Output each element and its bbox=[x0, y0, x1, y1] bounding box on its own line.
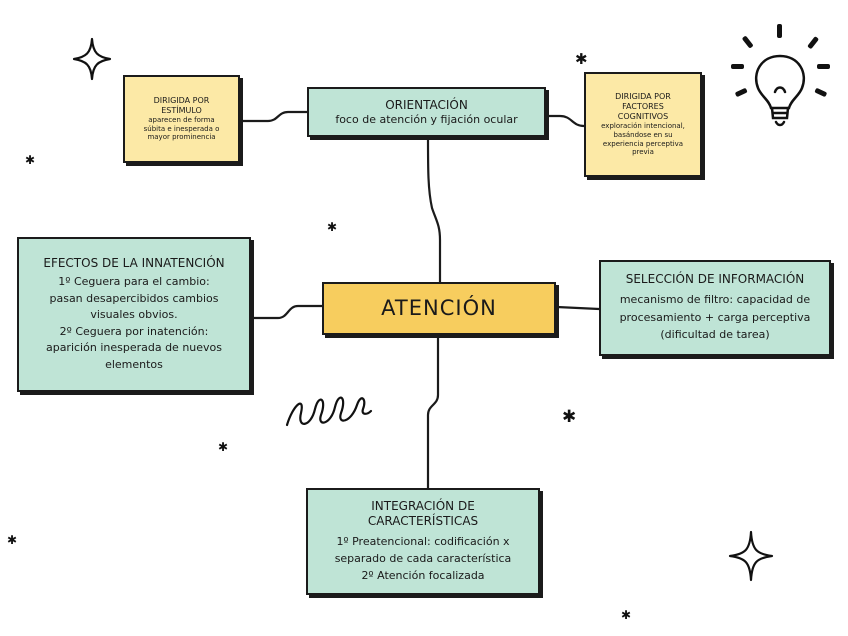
integracion-title-1: INTEGRACIÓN DE bbox=[371, 498, 475, 513]
sparkle-icon bbox=[728, 530, 774, 582]
cognitivos-title-3: COGNITIVOS bbox=[617, 112, 669, 121]
efectos-line-2: pasan desapercibidos cambios bbox=[49, 291, 219, 305]
orientacion-box: ORIENTACIÓN foco de atención y fijación … bbox=[307, 87, 546, 137]
seleccion-line-1: mecanismo de filtro: capacidad de bbox=[619, 293, 811, 307]
seleccion-line-2: procesamiento + carga perceptiva bbox=[619, 310, 811, 324]
star-icon: ✱ bbox=[7, 533, 18, 547]
cognitivos-box: DIRIGIDA POR FACTORES COGNITIVOS explora… bbox=[584, 72, 702, 177]
cognitivos-text-1: exploración intencional, bbox=[601, 122, 685, 130]
estimulo-text-3: mayor prominencia bbox=[147, 133, 216, 142]
seleccion-line-3: (dificultad de tarea) bbox=[660, 328, 770, 342]
efectos-line-3: visuales obvios. bbox=[90, 308, 178, 321]
connector-cognitivos bbox=[546, 114, 586, 128]
cognitivos-text-4: previa bbox=[632, 148, 654, 157]
integracion-line-2: separado de cada característica bbox=[334, 551, 512, 565]
lightbulb-icon bbox=[731, 24, 830, 127]
efectos-line-1: 1º Ceguera para el cambio: bbox=[58, 275, 210, 288]
estimulo-title-1: DIRIGIDA POR bbox=[153, 95, 210, 105]
integracion-box: INTEGRACIÓN DE CARACTERÍSTICAS 1º Preate… bbox=[306, 488, 540, 595]
estimulo-text-1: aparecen de forma bbox=[148, 115, 215, 124]
efectos-box: EFECTOS DE LA INNATENCIÓN 1º Ceguera par… bbox=[17, 237, 251, 392]
estimulo-text-2: súbita e inesperada o bbox=[143, 124, 220, 133]
cognitivos-text-3: experiencia perceptiva bbox=[602, 139, 684, 148]
efectos-line-6: elementos bbox=[105, 357, 163, 371]
orientacion-text: foco de atención y fijación ocular bbox=[335, 112, 518, 126]
orientacion-title: ORIENTACIÓN bbox=[385, 97, 468, 112]
estimulo-box: DIRIGIDA POR ESTÍMULO aparecen de forma … bbox=[123, 75, 240, 163]
cognitivos-title-1: DIRIGIDA POR bbox=[615, 92, 671, 101]
cognitivos-title-2: FACTORES bbox=[622, 102, 664, 111]
atencion-box: ATENCIÓN bbox=[322, 282, 556, 335]
integracion-title-2: CARACTERÍSTICAS bbox=[367, 513, 479, 528]
connector-efectos bbox=[251, 304, 325, 320]
seleccion-title: SELECCIÓN DE INFORMACIÓN bbox=[625, 272, 805, 287]
connector-seleccion bbox=[555, 305, 601, 311]
efectos-line-4: 2º Ceguera por inatención: bbox=[59, 324, 209, 338]
star-icon: ✱ bbox=[575, 50, 588, 68]
sparkle-icon bbox=[72, 37, 112, 81]
integracion-line-1: 1º Preatencional: codificación x bbox=[336, 534, 510, 548]
efectos-title: EFECTOS DE LA INNATENCIÓN bbox=[43, 256, 225, 270]
atencion-title: ATENCIÓN bbox=[381, 296, 497, 321]
connector-orientacion bbox=[426, 135, 442, 285]
cognitivos-text-2: basándose en su bbox=[613, 130, 673, 139]
connector-integracion bbox=[426, 333, 440, 491]
seleccion-box: SELECCIÓN DE INFORMACIÓN mecanismo de fi… bbox=[599, 260, 831, 356]
swirl-doodle bbox=[285, 396, 373, 427]
efectos-line-5: aparición inesperada de nuevos bbox=[45, 341, 223, 354]
star-icon: ✱ bbox=[327, 220, 338, 234]
star-icon: ✱ bbox=[25, 153, 36, 167]
star-icon: ✱ bbox=[621, 608, 632, 622]
star-icon: ✱ bbox=[218, 440, 229, 454]
connector-estimulo bbox=[240, 110, 309, 123]
integracion-line-3: 2º Atención focalizada bbox=[361, 569, 485, 583]
star-icon: ✱ bbox=[562, 407, 577, 427]
estimulo-title-2: ESTÍMULO bbox=[161, 105, 202, 115]
